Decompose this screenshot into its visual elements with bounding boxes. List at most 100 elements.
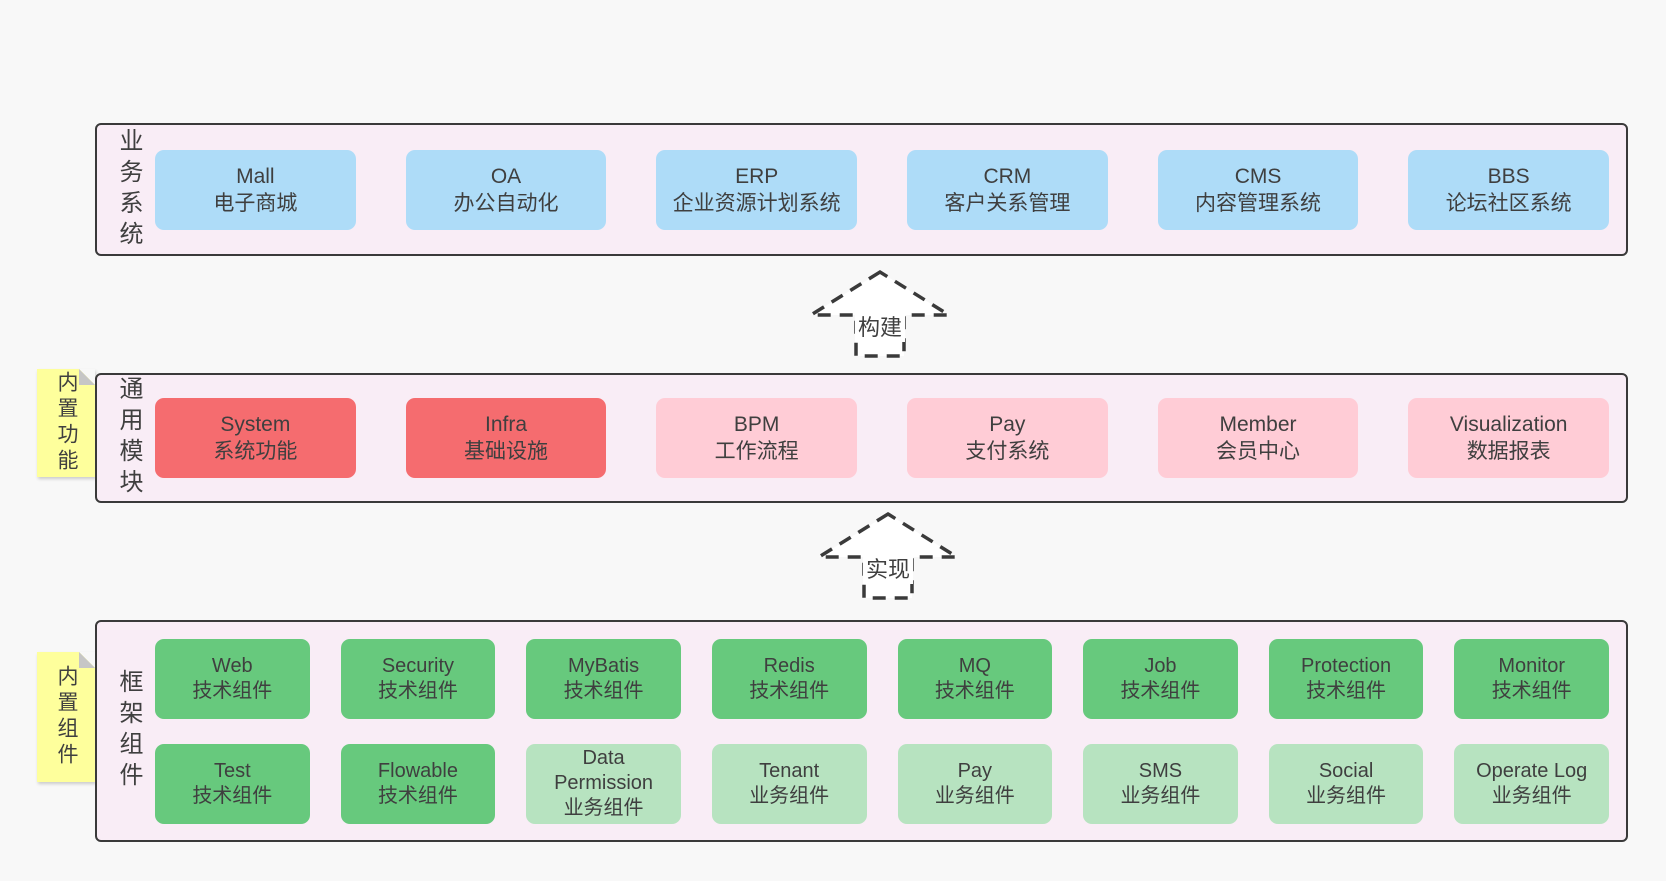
- box-title: Pay: [989, 413, 1026, 436]
- sticky-text: 内置功能: [55, 371, 78, 475]
- band-label-components: 框架组件: [115, 669, 142, 793]
- box-pay-module: Pay 支付系统: [907, 398, 1108, 478]
- box-subtitle: 技术组件: [192, 679, 273, 702]
- box-title: Mall: [236, 164, 275, 188]
- box-subtitle: 支付系统: [965, 440, 1050, 463]
- box-title: Flowable: [377, 759, 458, 782]
- box-title: BPM: [733, 413, 780, 436]
- box-title: BBS: [1487, 164, 1530, 188]
- box-title: Test: [213, 759, 251, 782]
- modules-boxes-row: System 系统功能 Infra 基础设施 BPM 工作流程 Pay 支付系统…: [145, 398, 1626, 478]
- box-title: MQ: [958, 654, 991, 677]
- components-boxes-grid: Web 技术组件 Security 技术组件 MyBatis 技术组件 Redi…: [145, 638, 1626, 824]
- box-title: CRM: [983, 164, 1032, 188]
- box-title: ERP: [735, 164, 779, 188]
- box-social: Social 业务组件: [1268, 743, 1424, 824]
- box-subtitle: 业务组件: [1306, 784, 1387, 807]
- box-subtitle: 技术组件: [192, 784, 273, 807]
- box-web: Web 技术组件: [155, 638, 310, 719]
- box-subtitle: 工作流程: [714, 440, 799, 463]
- box-protection: Protection 技术组件: [1268, 638, 1424, 719]
- box-data-permission: Data Permission 业务组件: [526, 743, 681, 824]
- box-flowable: Flowable 技术组件: [340, 743, 496, 824]
- box-mall: Mall 电子商城: [155, 149, 356, 230]
- box-operate-log: Operate Log 业务组件: [1454, 743, 1609, 824]
- box-title: System: [220, 413, 291, 436]
- box-title: Pay: [957, 759, 993, 782]
- box-subtitle: 技术组件: [377, 784, 458, 807]
- box-oa: OA 办公自动化: [405, 149, 607, 230]
- box-test: Test 技术组件: [155, 743, 310, 824]
- box-subtitle: 技术组件: [1491, 679, 1572, 702]
- box-title: Member: [1219, 413, 1297, 436]
- arrow-implement: 实现: [815, 510, 961, 602]
- folded-corner-icon: [79, 369, 95, 385]
- box-subtitle: 业务组件: [1491, 784, 1572, 807]
- box-mybatis: MyBatis 技术组件: [526, 638, 681, 719]
- box-title: Operate Log: [1476, 759, 1588, 782]
- box-title: Monitor: [1498, 654, 1566, 677]
- box-erp: ERP 企业资源计划系统: [656, 149, 858, 230]
- band-common-modules: 通用模块 System 系统功能 Infra 基础设施 BPM 工作流程 Pay…: [95, 373, 1628, 503]
- band-label-business: 业务系统: [115, 127, 142, 252]
- box-system: System 系统功能: [155, 398, 356, 478]
- box-title: Visualization: [1449, 413, 1568, 436]
- box-tenant: Tenant 业务组件: [711, 743, 867, 824]
- box-sms: SMS 业务组件: [1083, 743, 1238, 824]
- box-monitor: Monitor 技术组件: [1454, 638, 1609, 719]
- box-subtitle: 电子商城: [213, 191, 298, 215]
- arrow-build-label: 构建: [854, 310, 906, 342]
- box-subtitle: 客户关系管理: [944, 191, 1071, 215]
- box-subtitle: 办公自动化: [453, 191, 559, 215]
- box-subtitle: 企业资源计划系统: [672, 191, 841, 215]
- box-subtitle: 技术组件: [1306, 679, 1387, 702]
- box-subtitle: 基础设施: [464, 440, 548, 463]
- arrow-implement-label: 实现: [862, 552, 914, 584]
- box-mq: MQ 技术组件: [897, 638, 1053, 719]
- box-cms: CMS 内容管理系统: [1157, 149, 1359, 230]
- box-bbs: BBS 论坛社区系统: [1408, 149, 1610, 230]
- band-label-modules: 通用模块: [115, 376, 142, 500]
- box-infra: Infra 基础设施: [405, 398, 607, 478]
- arrow-build: 构建: [807, 268, 953, 360]
- box-subtitle: 技术组件: [563, 679, 644, 702]
- box-title: Job: [1144, 654, 1177, 677]
- box-title: Infra: [484, 413, 528, 436]
- business-boxes-row: Mall 电子商城 OA 办公自动化 ERP 企业资源计划系统 CRM 客户关系…: [145, 149, 1626, 230]
- box-subtitle: 论坛社区系统: [1445, 191, 1572, 215]
- sticky-builtin-features: 内置功能: [37, 369, 95, 477]
- box-title: Social: [1318, 759, 1374, 782]
- band-business-systems: 业务系统 Mall 电子商城 OA 办公自动化 ERP 企业资源计划系统 CRM…: [95, 123, 1628, 256]
- box-subtitle: 技术组件: [934, 679, 1015, 702]
- box-job: Job 技术组件: [1083, 638, 1238, 719]
- box-title: Redis: [763, 654, 815, 677]
- box-subtitle: 会员中心: [1216, 440, 1301, 463]
- box-title: OA: [490, 164, 522, 188]
- box-title: Data Permission: [554, 747, 654, 794]
- box-redis: Redis 技术组件: [711, 638, 867, 719]
- box-subtitle: 技术组件: [1120, 679, 1201, 702]
- box-subtitle: 技术组件: [377, 679, 458, 702]
- box-title: Security: [381, 654, 455, 677]
- folded-corner-icon: [79, 652, 95, 668]
- box-subtitle: 数据报表: [1466, 440, 1551, 463]
- box-title: SMS: [1138, 759, 1183, 782]
- band-framework-components: 框架组件 Web 技术组件 Security 技术组件 MyBatis 技术组件…: [95, 620, 1628, 842]
- box-subtitle: 业务组件: [1120, 784, 1201, 807]
- box-subtitle: 业务组件: [563, 797, 644, 819]
- box-pay-component: Pay 业务组件: [897, 743, 1053, 824]
- box-subtitle: 系统功能: [213, 440, 298, 463]
- box-subtitle: 业务组件: [934, 784, 1015, 807]
- box-subtitle: 内容管理系统: [1195, 191, 1322, 215]
- box-title: CMS: [1234, 164, 1282, 188]
- sticky-builtin-components: 内置组件: [37, 652, 95, 782]
- box-subtitle: 技术组件: [749, 679, 830, 702]
- box-subtitle: 业务组件: [749, 784, 830, 807]
- box-visualization: Visualization 数据报表: [1408, 398, 1610, 478]
- box-crm: CRM 客户关系管理: [907, 149, 1108, 230]
- box-title: Protection: [1301, 654, 1392, 677]
- box-title: Web: [211, 654, 253, 677]
- box-member: Member 会员中心: [1157, 398, 1359, 478]
- box-bpm: BPM 工作流程: [656, 398, 858, 478]
- box-title: Tenant: [759, 759, 820, 782]
